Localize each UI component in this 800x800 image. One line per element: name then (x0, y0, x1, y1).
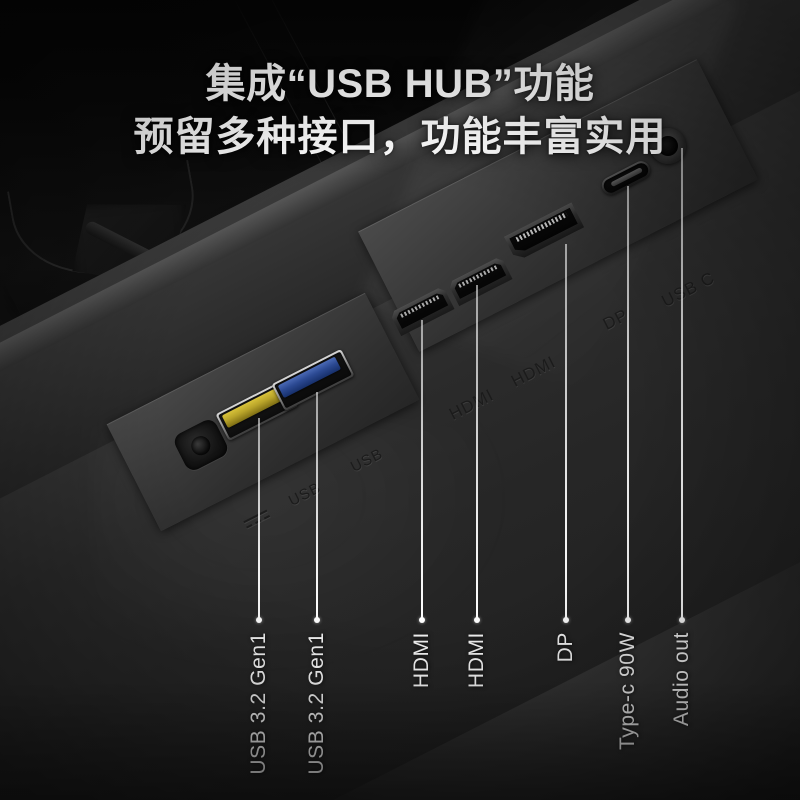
bottom-shade (0, 680, 800, 800)
callout-dot (313, 617, 320, 623)
callout-leader-line (681, 148, 683, 620)
callout-label: DP (554, 632, 577, 663)
headline: 集成“USB HUB”功能 预留多种接口，功能丰富实用 (0, 58, 800, 164)
callout-dot (418, 617, 425, 623)
headline-line-1: 集成“USB HUB”功能 (205, 62, 595, 106)
callout-leader-line (258, 418, 260, 620)
callout-leader-line (316, 392, 318, 620)
callout-leader-line (476, 285, 478, 620)
callout-dot (562, 617, 569, 623)
callout-dot (255, 617, 262, 623)
callout-leader-line (565, 244, 567, 620)
callout-dot (624, 617, 631, 623)
callout-leader-line (421, 320, 423, 620)
callout-dot (678, 617, 685, 623)
callout-dot (473, 617, 480, 623)
headline-line-2: 预留多种接口，功能丰富实用 (133, 114, 667, 159)
callout-leader-line (627, 186, 629, 620)
dc-jack-pin (196, 441, 207, 450)
